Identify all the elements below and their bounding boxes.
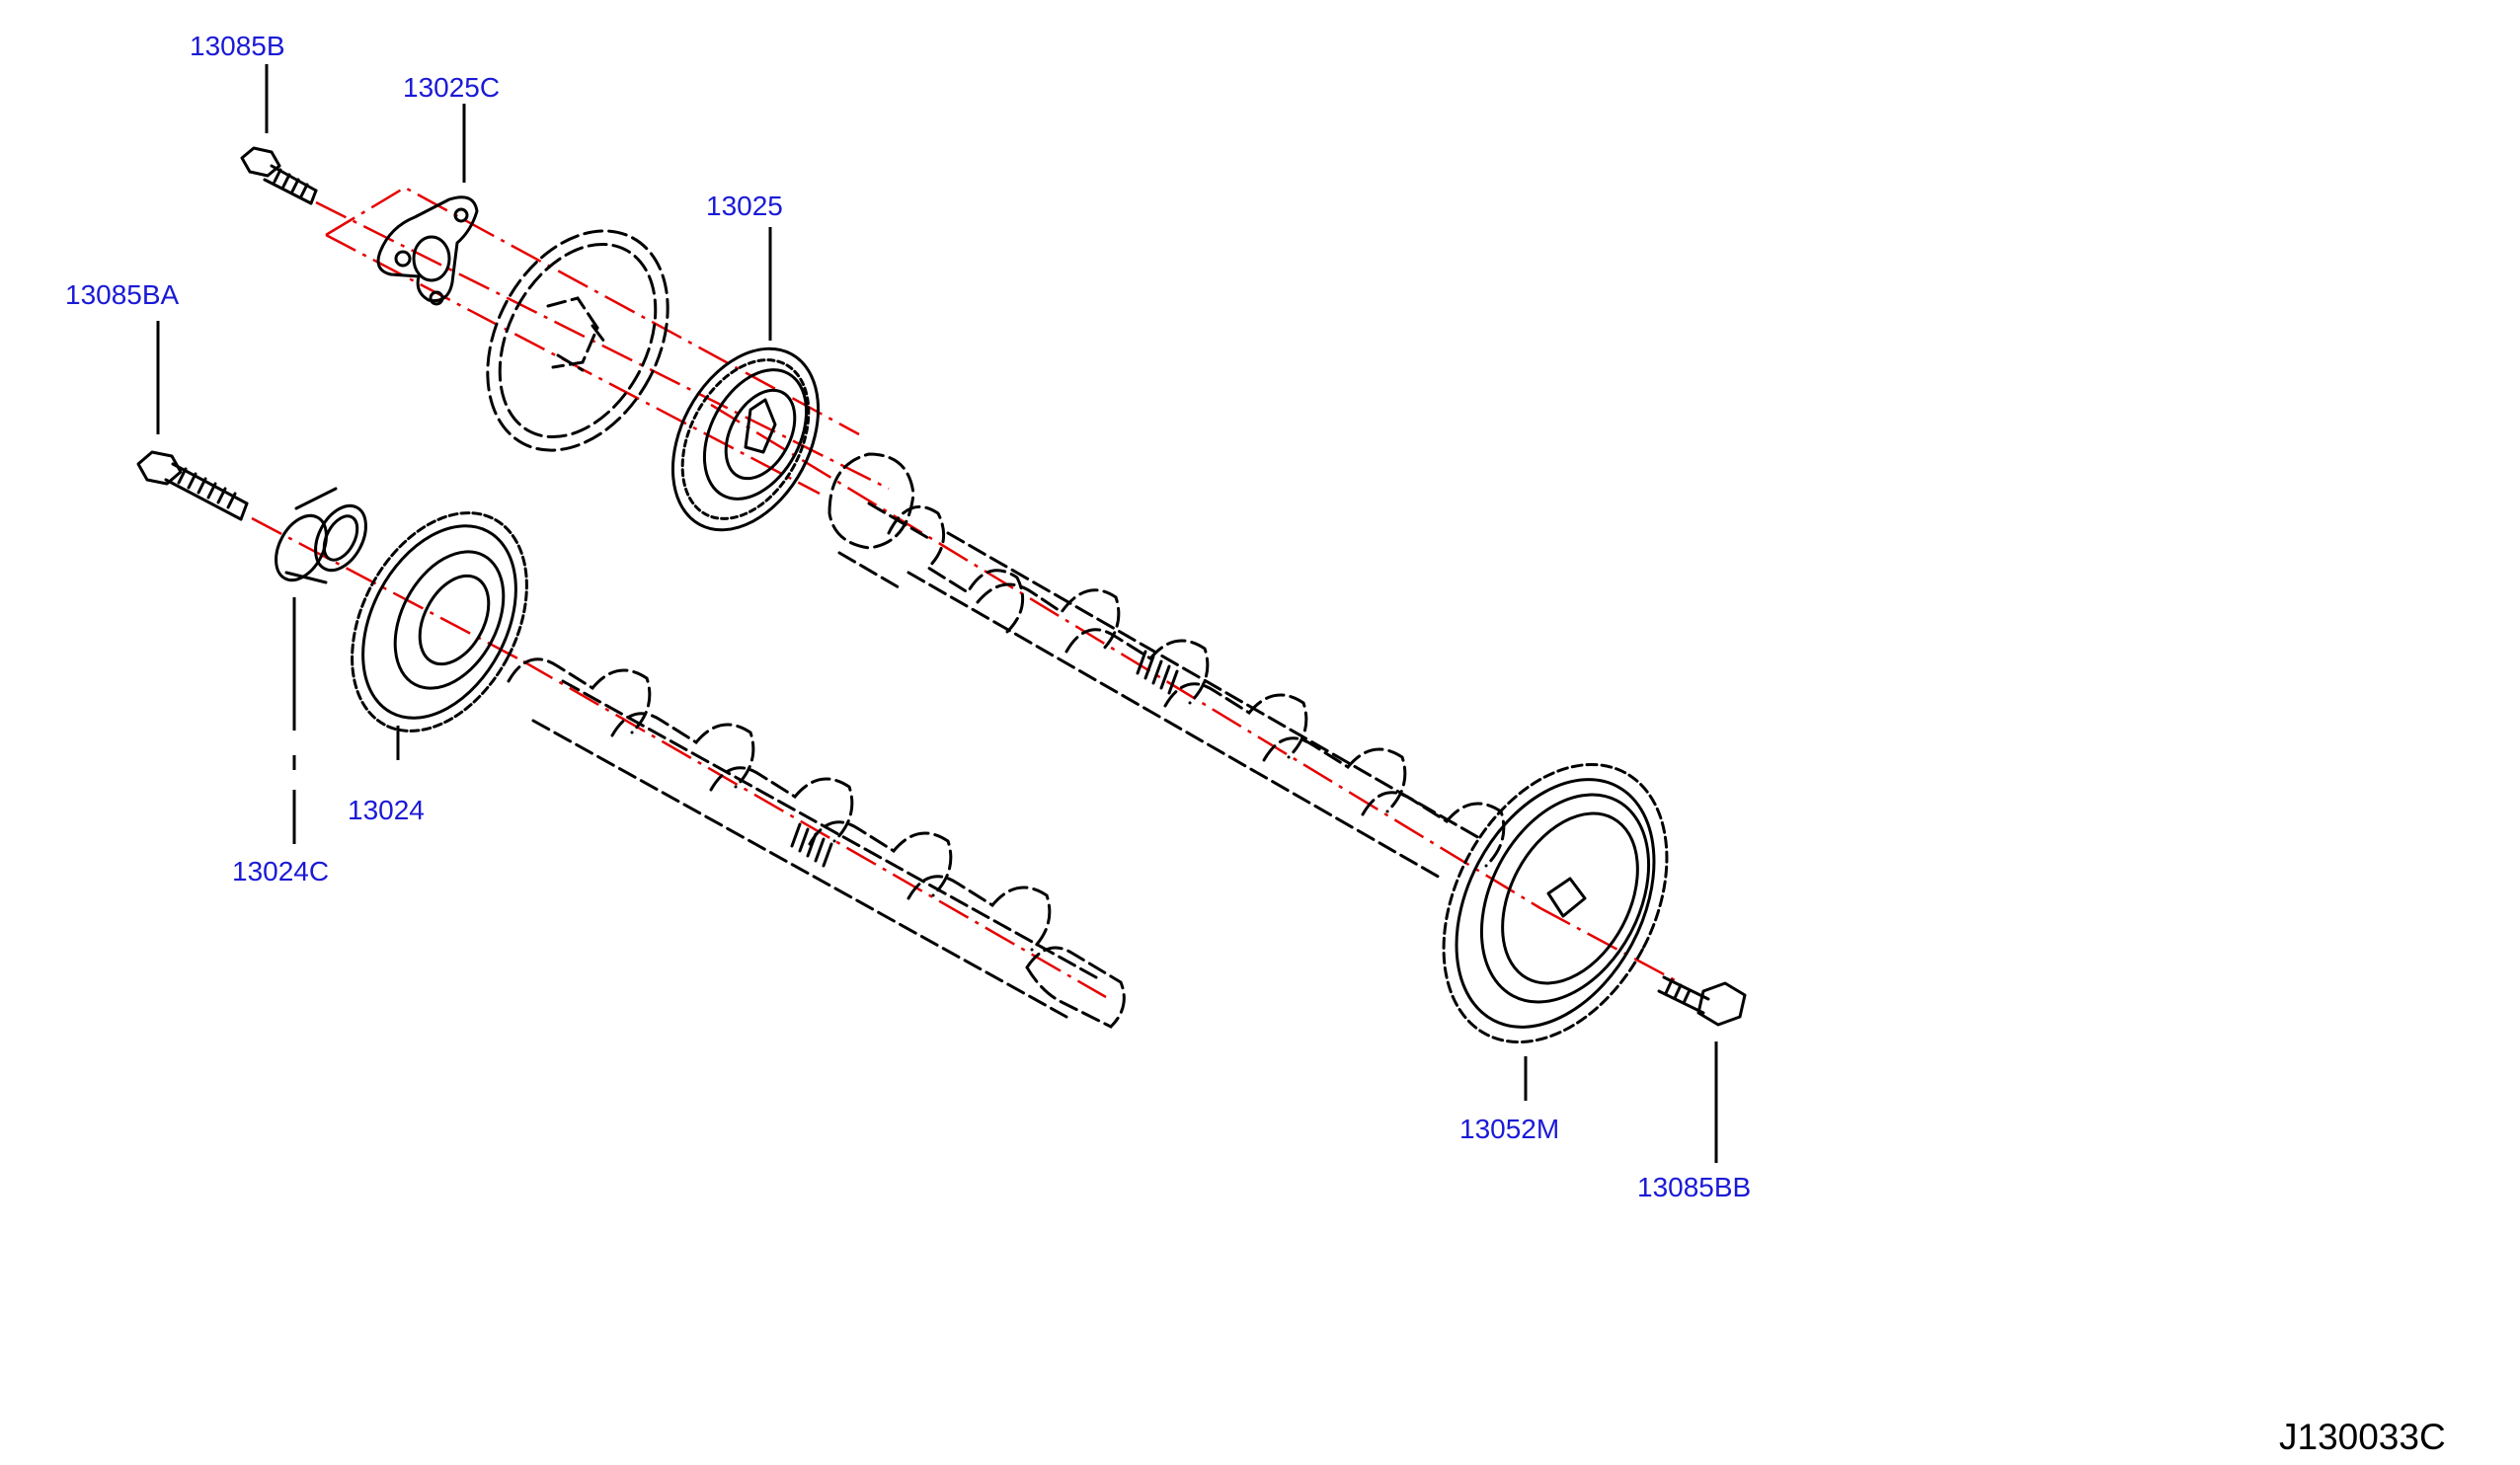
label-13085ba[interactable]: 13085BA — [65, 279, 180, 310]
label-13025c[interactable]: 13025C — [403, 72, 500, 103]
reference-code: J130033C — [2279, 1417, 2446, 1457]
upper-camshaft-phantom — [827, 452, 1506, 881]
collar-13024c — [275, 487, 367, 584]
label-13085b[interactable]: 13085B — [190, 31, 285, 61]
sprocket-phantom — [486, 229, 669, 452]
upper-camshaft-axis — [710, 403, 1541, 910]
gear-13052m — [1442, 762, 1669, 1044]
label-13025[interactable]: 13025 — [706, 191, 783, 221]
part-labels: 13085B 13025C 13025 13085BA 13024 13024C… — [65, 31, 1751, 1202]
label-13085bb[interactable]: 13085BB — [1637, 1172, 1751, 1202]
lower-camshaft-axis — [522, 659, 1107, 999]
label-13024[interactable]: 13024 — [348, 795, 425, 825]
label-13052m[interactable]: 13052M — [1459, 1114, 1559, 1144]
bolt-13085bb — [1657, 975, 1747, 1027]
center-lines — [251, 186, 1680, 999]
lower-axis-line — [251, 516, 524, 663]
bolt-13085b — [240, 146, 318, 205]
lower-camshaft-phantom — [507, 657, 1126, 1029]
label-13024c[interactable]: 13024C — [232, 856, 329, 887]
gear-13024 — [351, 511, 528, 732]
washer-plate-13025c — [376, 195, 479, 306]
leader-lines — [156, 64, 1718, 1163]
upper-axis-line — [315, 200, 890, 491]
gear-13025 — [670, 347, 821, 532]
bolt-13085ba — [136, 450, 249, 521]
upper-axis-bracket — [325, 186, 860, 436]
